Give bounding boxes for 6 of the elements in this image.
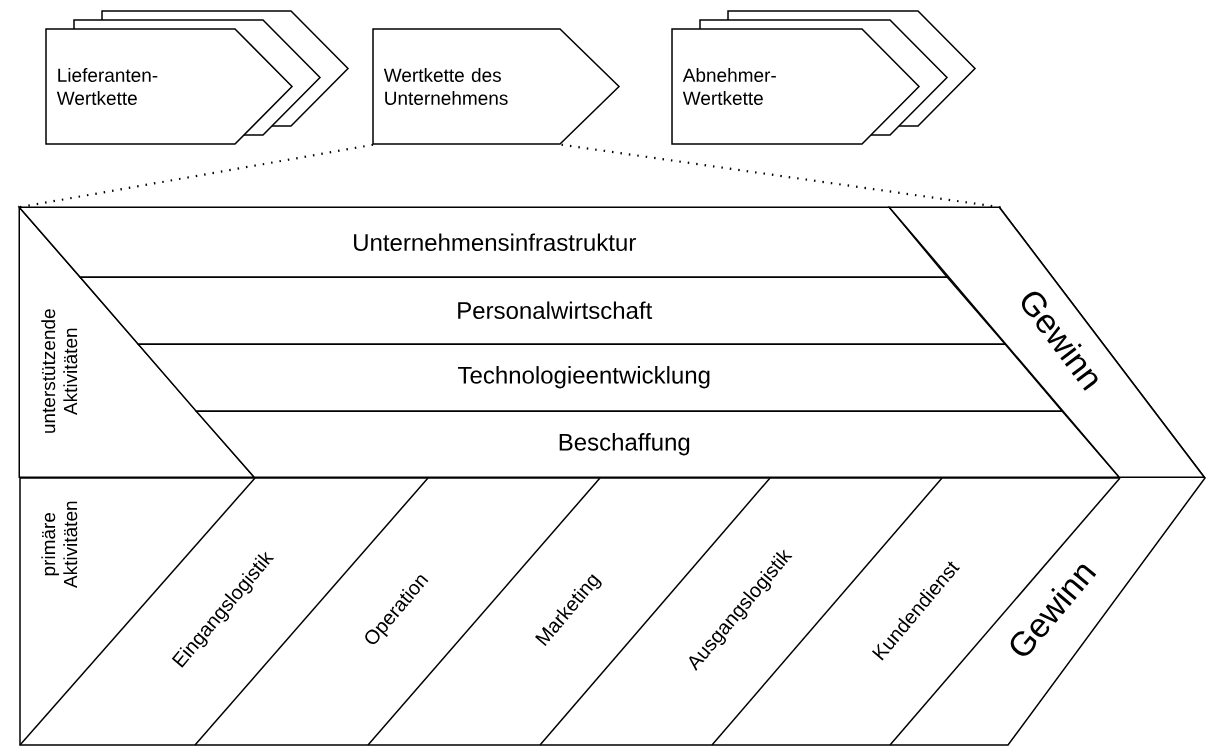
activity-label: primäre Aktivitäten (41, 501, 78, 589)
chevron-card: Wertkette des Unternehmens (372, 28, 621, 145)
stacked-chevron-card: Lieferanten-Wertkette (45, 10, 350, 145)
stacked-chevron-card: Abnehmer-Wertkette (671, 10, 977, 145)
zoom-line (561, 143, 1001, 209)
zoom-line (19, 143, 374, 209)
